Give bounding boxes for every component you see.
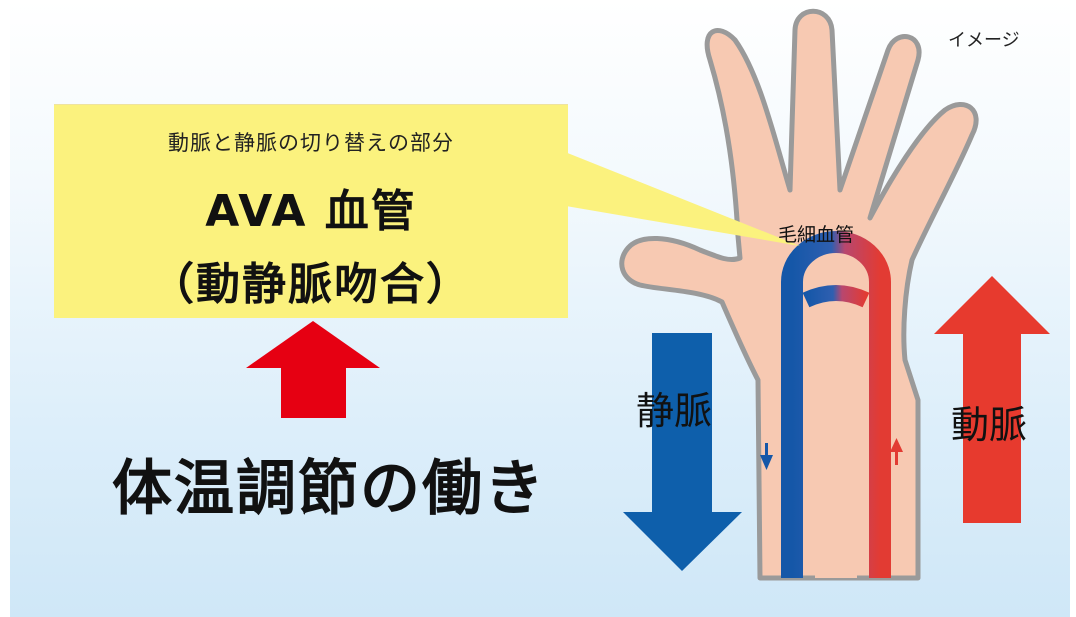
image-note-label: イメージ	[948, 30, 1020, 51]
vein-down-arrow	[623, 333, 742, 571]
vessel-loop	[781, 231, 891, 578]
small-up-arrow	[890, 438, 903, 465]
thermoregulation-label: 体温調節の働き	[112, 454, 546, 524]
capillary-label: 毛細血管	[778, 224, 855, 246]
ava-callout-box: 動脈と静脈の切り替えの部分 AVA 血管 （動静脈吻合）	[54, 104, 568, 318]
outer-vessel	[781, 231, 891, 578]
small-down-arrow	[760, 443, 773, 470]
callout-subtitle: 動脈と静脈の切り替えの部分	[168, 131, 454, 155]
ava-shunt-vessel	[802, 285, 870, 308]
callout-title: AVA 血管	[205, 186, 417, 237]
callout-pointer	[560, 150, 800, 246]
thermoregulation-up-arrow	[246, 321, 380, 418]
artery-label: 動脈	[951, 403, 1028, 447]
artery-up-arrow	[934, 276, 1050, 523]
vein-label: 静脈	[636, 389, 713, 433]
vessel-inner-fill	[815, 264, 857, 578]
callout-paren-title: （動静脈吻合）	[150, 259, 472, 310]
